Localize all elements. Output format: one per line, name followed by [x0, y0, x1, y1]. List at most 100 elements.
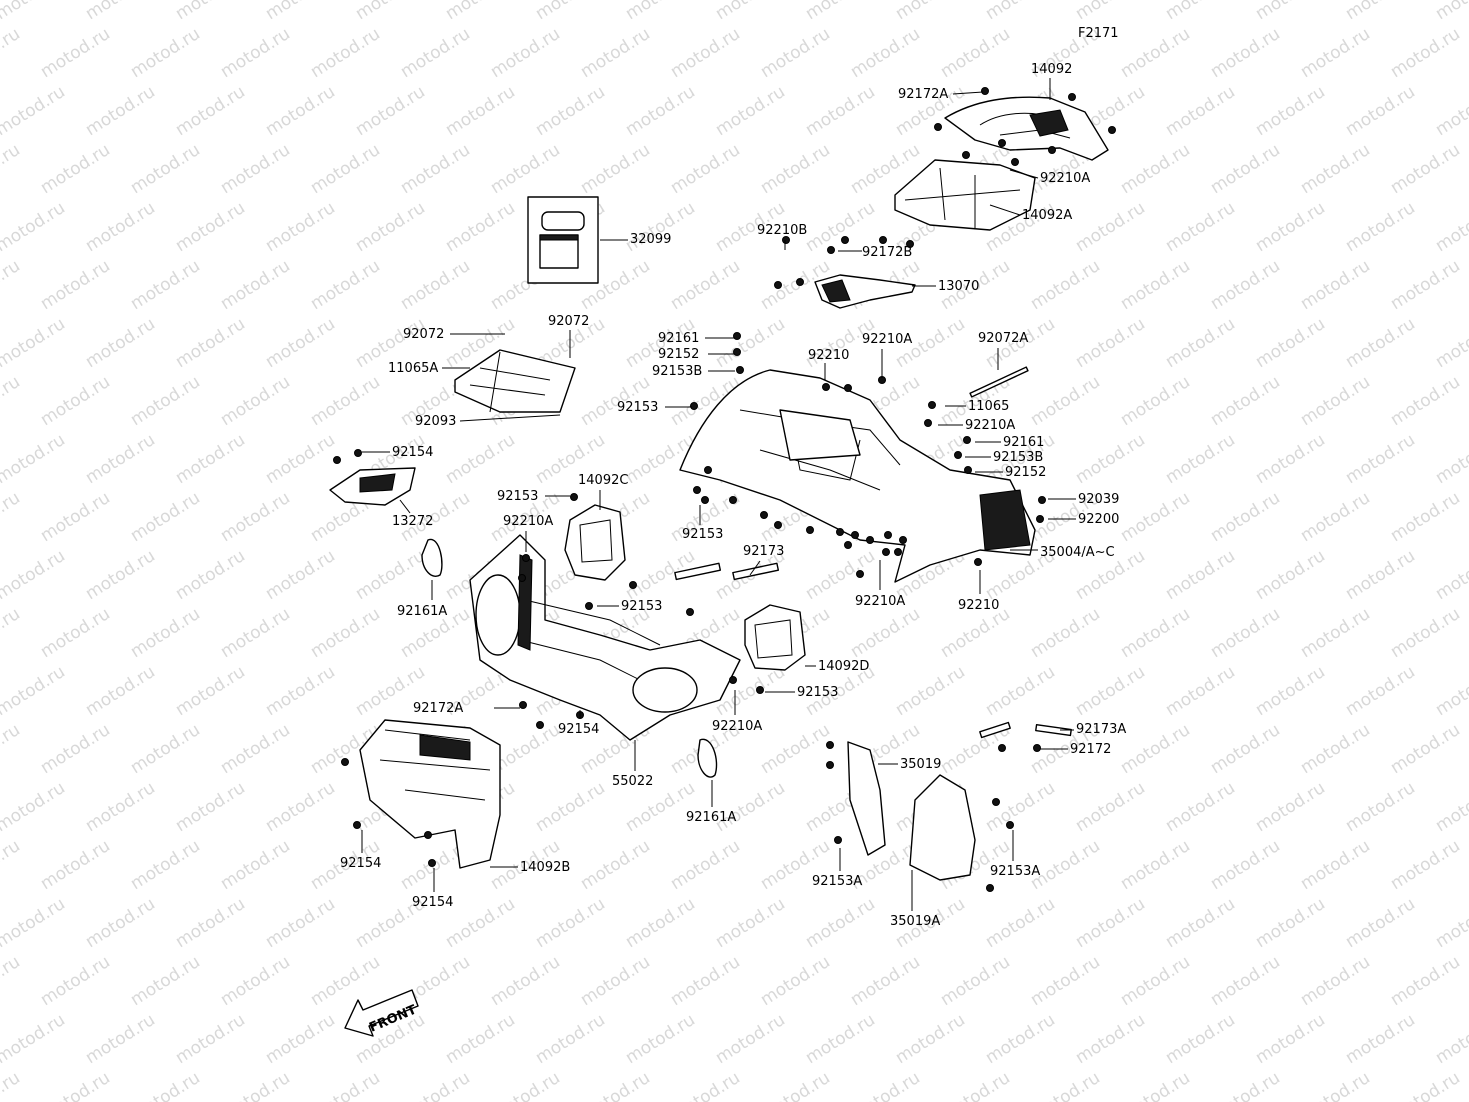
fastener-icon[interactable]	[879, 236, 887, 244]
fastener-icon[interactable]	[756, 686, 764, 694]
fastener-icon[interactable]	[522, 554, 530, 562]
fastener-icon[interactable]	[774, 281, 782, 289]
fastener-icon[interactable]	[686, 608, 694, 616]
fastener-icon[interactable]	[998, 139, 1006, 147]
part-number-label[interactable]: 92072	[548, 314, 589, 329]
fastener-icon[interactable]	[701, 496, 709, 504]
fastener-icon[interactable]	[693, 486, 701, 494]
part-number-label[interactable]: 92173A	[1076, 722, 1126, 737]
part-number-label[interactable]: 32099	[630, 232, 671, 247]
fastener-icon[interactable]	[1068, 93, 1076, 101]
fastener-icon[interactable]	[836, 528, 844, 536]
part-number-label[interactable]: 92210A	[1040, 171, 1090, 186]
part-number-label[interactable]: 92210	[808, 348, 849, 363]
fastener-icon[interactable]	[424, 831, 432, 839]
fastener-icon[interactable]	[974, 558, 982, 566]
part-number-label[interactable]: 92210B	[757, 223, 807, 238]
front-cover-55022[interactable]	[469, 534, 741, 741]
fastener-icon[interactable]	[729, 676, 737, 684]
part-number-label[interactable]: 92210A	[965, 418, 1015, 433]
fastener-icon[interactable]	[844, 541, 852, 549]
part-number-label[interactable]: 92173	[743, 544, 784, 559]
front-guard-14092B[interactable]	[359, 719, 501, 869]
strap-92173A[interactable]	[1035, 723, 1072, 737]
part-number-label[interactable]: 92153B	[652, 364, 702, 379]
part-number-label[interactable]: 11065A	[388, 361, 438, 376]
fastener-icon[interactable]	[1006, 821, 1014, 829]
part-number-label[interactable]: 92161A	[397, 604, 447, 619]
cover-11065A[interactable]	[454, 349, 576, 413]
fastener-icon[interactable]	[866, 536, 874, 544]
part-box-32099[interactable]	[527, 196, 599, 284]
part-number-label[interactable]: 92161	[1003, 435, 1044, 450]
front-fender-35004[interactable]	[679, 369, 1036, 583]
part-number-label[interactable]: 92172B	[862, 245, 912, 260]
fastener-icon[interactable]	[1036, 515, 1044, 523]
fastener-icon[interactable]	[884, 531, 892, 539]
part-number-label[interactable]: 92161	[658, 331, 699, 346]
part-number-label[interactable]: 92210A	[862, 332, 912, 347]
fastener-icon[interactable]	[986, 884, 994, 892]
fastener-icon[interactable]	[827, 246, 835, 254]
fastener-icon[interactable]	[353, 821, 361, 829]
part-number-label[interactable]: 55022	[612, 774, 653, 789]
fastener-icon[interactable]	[1038, 496, 1046, 504]
part-number-label[interactable]: 92152	[658, 347, 699, 362]
rear-fender-14092[interactable]	[944, 96, 1109, 161]
fastener-icon[interactable]	[954, 451, 962, 459]
part-number-label[interactable]: 92172A	[898, 87, 948, 102]
part-number-label[interactable]: 92210A	[503, 514, 553, 529]
part-number-label[interactable]: 92161A	[686, 810, 736, 825]
fastener-icon[interactable]	[704, 466, 712, 474]
fastener-icon[interactable]	[341, 758, 349, 766]
fastener-icon[interactable]	[1033, 744, 1041, 752]
part-number-label[interactable]: 92153A	[990, 864, 1040, 879]
part-number-label[interactable]: 14092B	[520, 860, 570, 875]
part-number-label[interactable]: 92210	[958, 598, 999, 613]
fastener-icon[interactable]	[998, 744, 1006, 752]
part-number-label[interactable]: 14092C	[578, 473, 628, 488]
rod-92072A[interactable]	[969, 366, 1029, 398]
fastener-icon[interactable]	[924, 419, 932, 427]
part-number-label[interactable]: 92152	[1005, 465, 1046, 480]
fastener-icon[interactable]	[906, 240, 914, 248]
bracket-13272[interactable]	[329, 467, 416, 506]
part-number-label[interactable]: 92153	[797, 685, 838, 700]
fastener-icon[interactable]	[841, 236, 849, 244]
fastener-icon[interactable]	[822, 383, 830, 391]
part-number-label[interactable]: 92200	[1078, 512, 1119, 527]
fastener-icon[interactable]	[806, 526, 814, 534]
part-number-label[interactable]: 35004/A~C	[1040, 545, 1115, 560]
fastener-icon[interactable]	[934, 123, 942, 131]
part-number-label[interactable]: 13070	[938, 279, 979, 294]
fastener-icon[interactable]	[856, 570, 864, 578]
part-number-label[interactable]: 92153	[682, 527, 723, 542]
mud-guard-35019A[interactable]	[909, 774, 976, 881]
part-number-label[interactable]: 92172	[1070, 742, 1111, 757]
part-number-label[interactable]: 92153B	[993, 450, 1043, 465]
fastener-icon[interactable]	[354, 449, 362, 457]
fastener-icon[interactable]	[894, 548, 902, 556]
strap-92173A-b[interactable]	[979, 721, 1011, 739]
fastener-icon[interactable]	[1011, 158, 1019, 166]
fastener-icon[interactable]	[760, 511, 768, 519]
fastener-icon[interactable]	[428, 859, 436, 867]
fastener-icon[interactable]	[733, 348, 741, 356]
fastener-icon[interactable]	[333, 456, 341, 464]
pad-92161A-bottom[interactable]	[697, 738, 718, 778]
part-number-label[interactable]: 92093	[415, 414, 456, 429]
fastener-icon[interactable]	[981, 87, 989, 95]
part-number-label[interactable]: 92153	[621, 599, 662, 614]
part-number-label[interactable]: 92153	[497, 489, 538, 504]
fastener-icon[interactable]	[782, 236, 790, 244]
inner-fender-14092C[interactable]	[564, 504, 626, 581]
part-number-label[interactable]: 14092D	[818, 659, 869, 674]
fastener-icon[interactable]	[536, 721, 544, 729]
fastener-icon[interactable]	[733, 332, 741, 340]
fastener-icon[interactable]	[963, 436, 971, 444]
fastener-icon[interactable]	[928, 401, 936, 409]
fastener-icon[interactable]	[899, 536, 907, 544]
part-number-label[interactable]: 92154	[412, 895, 453, 910]
fastener-icon[interactable]	[690, 402, 698, 410]
fastener-icon[interactable]	[844, 384, 852, 392]
